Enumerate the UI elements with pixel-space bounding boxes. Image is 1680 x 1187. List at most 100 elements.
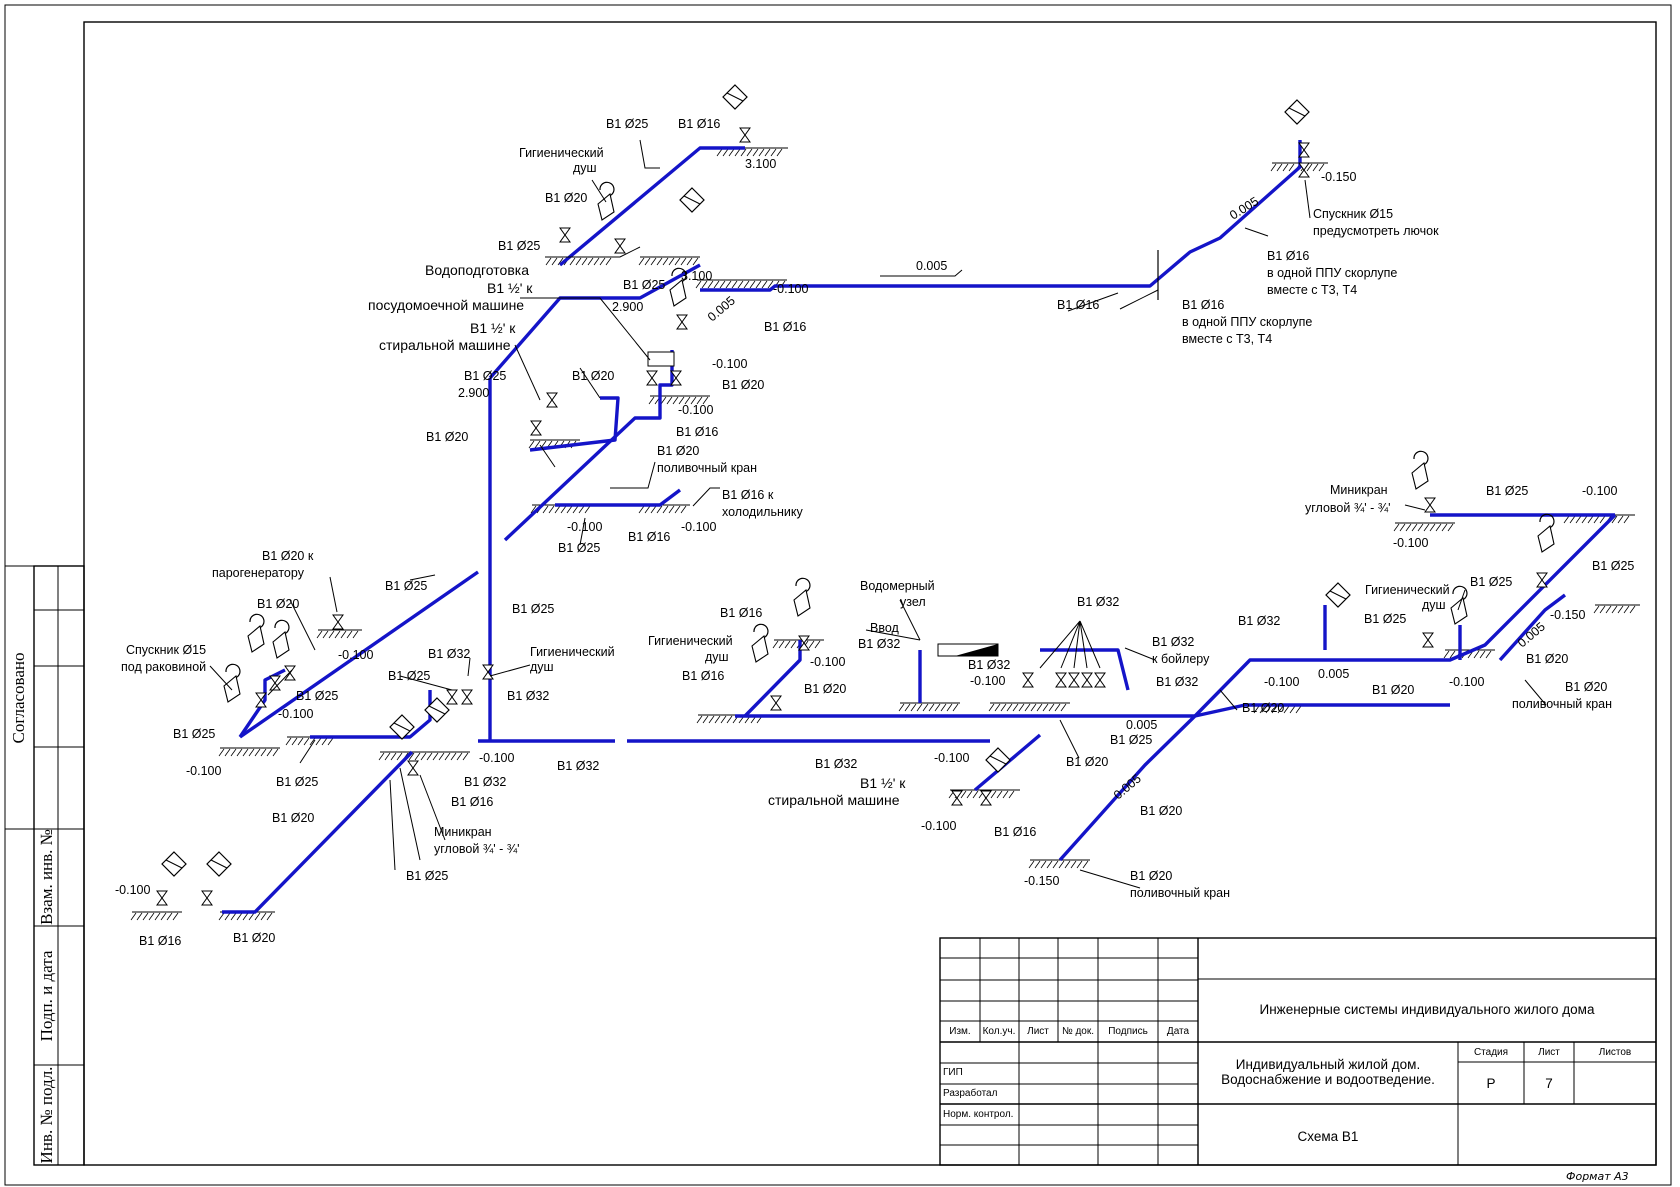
floor-hatch <box>1611 515 1618 524</box>
floor-hatch <box>1485 650 1492 659</box>
level-label: 2.900 <box>458 386 489 400</box>
sheets-label: Листов <box>1599 1047 1632 1058</box>
floor-hatch <box>966 790 973 799</box>
hdr-list: Лист <box>1027 1026 1049 1037</box>
floor-hatch <box>737 280 744 289</box>
floor-hatch <box>910 703 917 712</box>
role-norm: Норм. контрол. <box>943 1109 1013 1120</box>
floor-hatch <box>726 715 733 724</box>
floor-hatch <box>680 505 687 514</box>
floor-hatch <box>1058 860 1065 869</box>
floor-hatch <box>1593 605 1600 614</box>
pipe-label: В1 Ø32 <box>815 757 857 771</box>
pipe-label: В1 Ø20 <box>257 597 299 611</box>
floor-hatch <box>605 257 612 266</box>
floor-hatch <box>584 505 591 514</box>
floor-hatch <box>599 257 606 266</box>
floor-hatch <box>321 737 328 746</box>
pipe-garden-diag <box>1058 714 1197 862</box>
floor-hatch <box>761 280 768 289</box>
floor-hatch <box>1000 703 1007 712</box>
floor-hatch <box>444 752 451 761</box>
floor-hatch <box>638 505 645 514</box>
garden-c-line2: поливочный кран <box>1512 697 1612 711</box>
floor-hatch <box>692 257 699 266</box>
floor-hatch <box>1024 703 1031 712</box>
pipe-label: В1 Ø32 <box>507 689 549 703</box>
floor-hatch <box>719 280 726 289</box>
floor-hatch <box>1593 515 1600 524</box>
floor-hatch <box>702 396 709 405</box>
floor-hatch <box>230 912 237 921</box>
floor-hatch <box>764 148 771 157</box>
pipe-label: В1 Ø16 <box>676 425 718 439</box>
water-treatment-label: Водоподготовка <box>425 262 529 278</box>
level-label: -0.100 <box>1393 536 1428 550</box>
hyg-shower-b2: душ <box>530 660 554 674</box>
floor-hatch <box>160 912 167 921</box>
floor-hatch <box>814 640 821 649</box>
ppu-b-line1: В1 Ø16 <box>1182 298 1224 312</box>
floor-hatch <box>545 257 552 266</box>
floor-hatch <box>1046 860 1053 869</box>
floor-hatch <box>1473 650 1480 659</box>
hdr-doc: № док. <box>1062 1026 1094 1037</box>
garden-c-line1: В1 Ø20 <box>1565 680 1607 694</box>
pipe-center-diag <box>743 640 802 718</box>
pipe-washer-diag <box>529 396 620 452</box>
floor-hatch <box>154 912 161 921</box>
floor-hatch <box>1479 650 1486 659</box>
floor-hatch <box>728 148 735 157</box>
floor-hatch <box>534 440 541 449</box>
floor-hatch <box>749 280 756 289</box>
floor-hatch <box>1253 705 1260 714</box>
floor-hatch <box>1393 523 1400 532</box>
floor-hatch <box>1265 705 1272 714</box>
hdr-izm: Изм. <box>949 1026 970 1037</box>
hdr-date: Дата <box>1167 1026 1190 1037</box>
floor-hatch <box>720 715 727 724</box>
floor-hatch <box>725 280 732 289</box>
floor-hatch <box>1318 163 1325 172</box>
level-label: -0.100 <box>338 648 373 662</box>
pipe-label: В1 Ø32 <box>968 658 1010 672</box>
pipe-right-diag <box>1498 593 1567 662</box>
floor-hatch <box>218 912 225 921</box>
pipe-label: В1 Ø25 <box>623 278 665 292</box>
role-gip: ГИП <box>943 1067 963 1078</box>
level-label: 2.900 <box>612 300 643 314</box>
washer2-line1: В1 ½' к <box>860 775 906 791</box>
floor-hatch <box>648 396 655 405</box>
hyg-shower-a1: Гигиенический <box>519 146 604 160</box>
level-label: -0.100 <box>681 520 716 534</box>
ppu-b-line2: в одной ППУ скорлупе <box>1182 315 1312 329</box>
floor-hatch <box>528 440 535 449</box>
floor-hatch <box>542 505 549 514</box>
floor-hatch <box>680 257 687 266</box>
ppu-a-line3: вместе с Т3, Т4 <box>1267 283 1357 297</box>
hyg-shower-a2: душ <box>573 161 597 175</box>
floor-hatch <box>266 912 273 921</box>
floor-hatch <box>1443 650 1450 659</box>
slope-label: 0.005 <box>1111 771 1144 802</box>
floor-hatch <box>1040 860 1047 869</box>
floor-hatch <box>408 752 415 761</box>
floor-hatch <box>352 630 359 639</box>
floor-hatch <box>928 703 935 712</box>
floor-hatch <box>390 752 397 761</box>
floor-hatch <box>644 505 651 514</box>
floor-hatch <box>638 257 645 266</box>
pipe-label: В1 Ø25 <box>388 669 430 683</box>
pipe-left-diag <box>239 570 479 739</box>
floor-hatch <box>755 280 762 289</box>
valves <box>156 127 1548 906</box>
pipe-label: В1 Ø16 <box>720 606 762 620</box>
level-label: -0.100 <box>712 357 747 371</box>
floor-hatch <box>1054 703 1061 712</box>
hyg-shower-c2: душ <box>705 650 729 664</box>
floor-hatch <box>708 715 715 724</box>
floor-hatch <box>1629 605 1636 614</box>
floor-hatch <box>1048 703 1055 712</box>
floor-hatch <box>990 790 997 799</box>
floor-hatch <box>548 505 555 514</box>
